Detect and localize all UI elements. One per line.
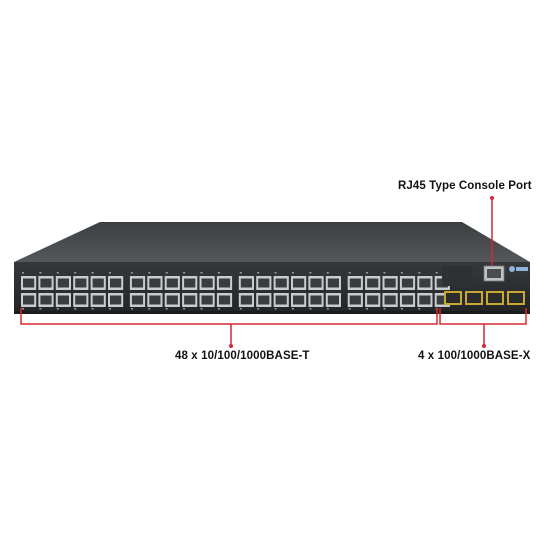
rj45-port bbox=[399, 272, 416, 290]
rj45-port bbox=[199, 272, 215, 290]
rj45-port bbox=[108, 293, 124, 310]
rj45-port bbox=[273, 272, 289, 290]
rj45-port bbox=[182, 293, 198, 310]
rj45-port bbox=[325, 272, 341, 290]
rj45-callout-dot bbox=[229, 344, 233, 348]
rj45-port bbox=[417, 272, 433, 290]
rj45-port bbox=[365, 293, 381, 310]
rj45-port bbox=[365, 272, 381, 290]
rj45-port bbox=[108, 272, 124, 290]
rj45-port bbox=[238, 272, 254, 290]
brand-logo bbox=[509, 266, 528, 272]
sfp-callout-bracket bbox=[439, 308, 527, 325]
rj45-port bbox=[256, 272, 272, 290]
chassis-bottom-edge bbox=[14, 311, 530, 314]
rj45-port bbox=[38, 293, 54, 310]
rj45-port bbox=[382, 293, 398, 310]
rj45-port bbox=[238, 293, 254, 310]
rj45-port-group bbox=[21, 272, 450, 310]
rj45-port bbox=[164, 272, 180, 290]
rj45-port bbox=[325, 293, 341, 310]
sfp-port bbox=[444, 291, 462, 305]
sfp-port bbox=[507, 291, 525, 305]
rj45-port bbox=[38, 272, 54, 290]
rj45-port bbox=[291, 293, 307, 310]
rj45-port bbox=[347, 272, 363, 290]
rj45-port bbox=[21, 293, 37, 310]
rj45-port bbox=[291, 272, 307, 290]
rj45-port bbox=[216, 272, 233, 290]
rj45-port bbox=[147, 293, 163, 310]
sfp-port-group bbox=[444, 291, 525, 305]
rj45-port bbox=[417, 293, 433, 310]
rj45-port bbox=[73, 293, 89, 310]
rj45-port bbox=[129, 293, 146, 310]
sfp-ports-label: 4 x 100/1000BASE-X bbox=[418, 350, 531, 362]
rj45-callout-bracket bbox=[20, 308, 438, 325]
rj45-port bbox=[199, 293, 215, 310]
rj45-port bbox=[308, 293, 324, 310]
console-port-label: RJ45 Type Console Port bbox=[398, 180, 532, 192]
rj45-port bbox=[216, 293, 233, 310]
console-callout-dot bbox=[490, 196, 494, 200]
rj45-port bbox=[256, 293, 272, 310]
callout-endpoints bbox=[229, 196, 494, 348]
rj45-port bbox=[273, 293, 289, 310]
rj45-port bbox=[308, 272, 324, 290]
rj45-port bbox=[164, 293, 180, 310]
rj45-port bbox=[55, 293, 71, 310]
rj45-port bbox=[90, 293, 106, 310]
sfp-port bbox=[486, 291, 504, 305]
rj45-port bbox=[73, 272, 89, 290]
rj45-port bbox=[347, 293, 363, 310]
sfp-port bbox=[465, 291, 483, 305]
rj45-port bbox=[147, 272, 163, 290]
rj45-port bbox=[21, 272, 37, 290]
rj45-port bbox=[55, 272, 71, 290]
rj45-port bbox=[182, 272, 198, 290]
rj45-port bbox=[382, 272, 398, 290]
console-port bbox=[483, 265, 505, 282]
callout-lines bbox=[20, 198, 527, 346]
chassis-top bbox=[14, 222, 530, 262]
sfp-callout-dot bbox=[482, 344, 486, 348]
sfp-led-panel bbox=[442, 266, 472, 286]
rj45-port bbox=[399, 293, 416, 310]
rj45-port bbox=[129, 272, 146, 290]
rj45-port bbox=[90, 272, 106, 290]
rj45-ports-label: 48 x 10/100/1000BASE-T bbox=[175, 350, 310, 362]
